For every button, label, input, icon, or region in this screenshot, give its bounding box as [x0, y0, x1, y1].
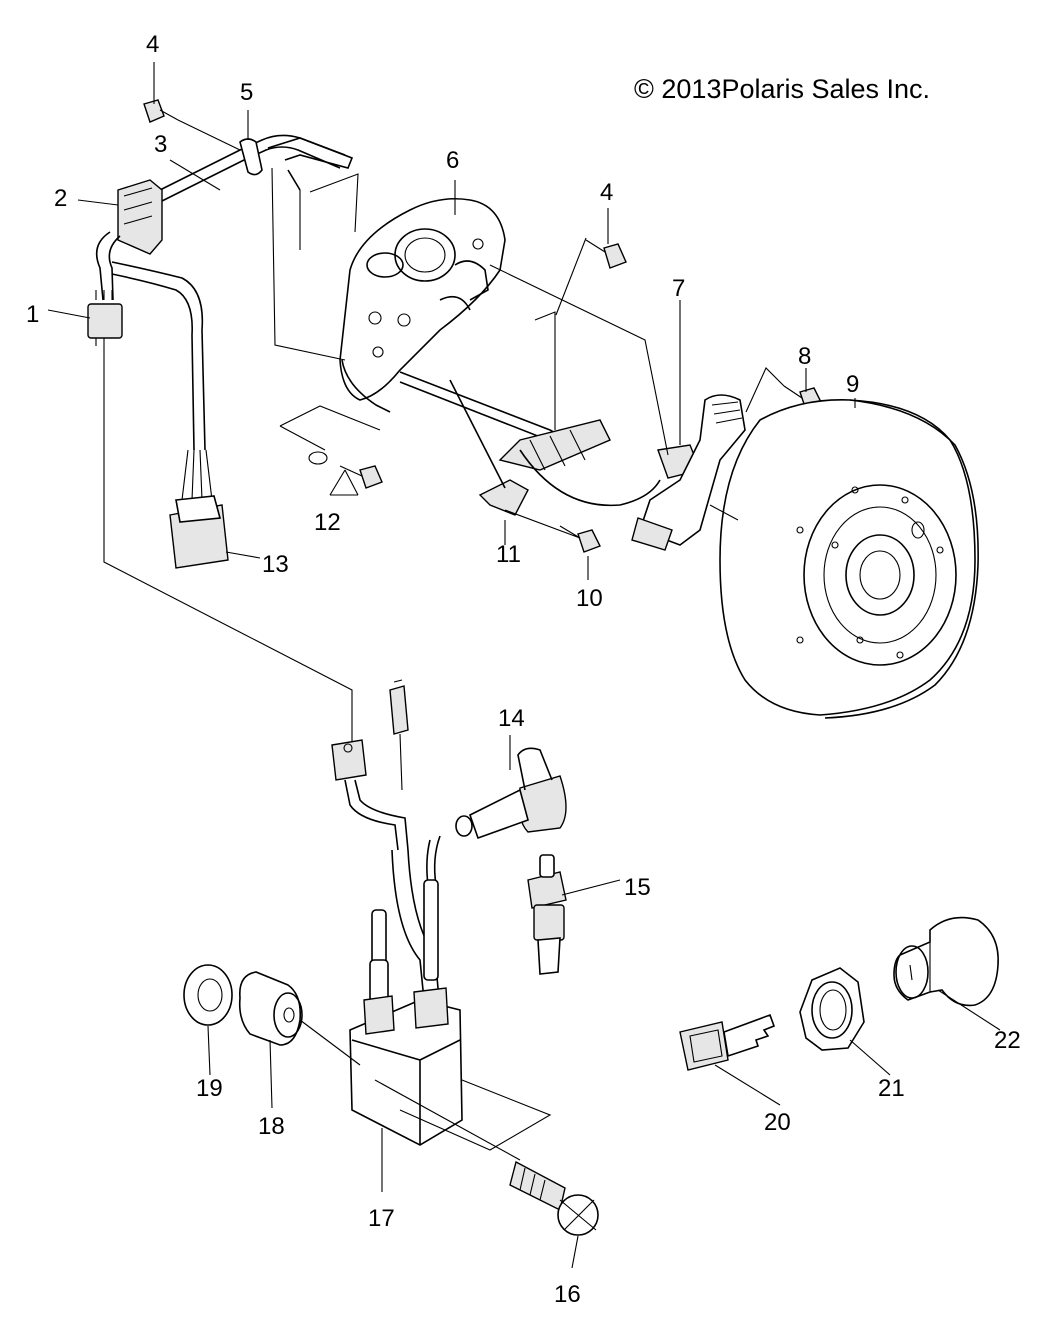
stator-coil	[399, 264, 746, 551]
callout-7: 7	[672, 275, 685, 302]
copyright-text: © 2013Polaris Sales Inc.	[634, 74, 930, 104]
ignition-coil-assembly	[183, 679, 621, 1269]
stator-plate	[271, 167, 506, 413]
callout-17: 17	[368, 1205, 395, 1232]
callout-leaders	[47, 62, 856, 770]
callout-14: 14	[498, 705, 525, 732]
callout-13: 13	[262, 551, 289, 578]
callout-6: 6	[446, 147, 459, 174]
flywheel	[709, 399, 979, 719]
callout-8: 8	[798, 343, 811, 370]
callout-21: 21	[878, 1075, 905, 1102]
screws	[143, 99, 823, 553]
callout-9: 9	[846, 371, 859, 398]
callout-15: 15	[624, 874, 651, 901]
callout-10: 10	[576, 585, 603, 612]
wire-harness	[87, 134, 354, 760]
callout-4-top: 4	[146, 31, 159, 58]
callout-20: 20	[764, 1109, 791, 1136]
callout-5: 5	[240, 79, 253, 106]
callout-2: 2	[54, 185, 67, 212]
callout-16: 16	[554, 1281, 581, 1308]
callout-12: 12	[314, 509, 341, 536]
key-switch-parts	[679, 916, 1001, 1106]
callout-19: 19	[196, 1075, 223, 1102]
callout-4-stator: 4	[600, 179, 613, 206]
callout-1: 1	[26, 301, 39, 328]
callout-22: 22	[994, 1027, 1021, 1054]
callout-18: 18	[258, 1113, 285, 1140]
callout-11: 11	[496, 541, 521, 568]
callout-labels: 1 2 3 4 4 5 6 7 8 9 10 11 12 13 14 15 16…	[26, 31, 1021, 1308]
callout-3: 3	[154, 131, 167, 158]
